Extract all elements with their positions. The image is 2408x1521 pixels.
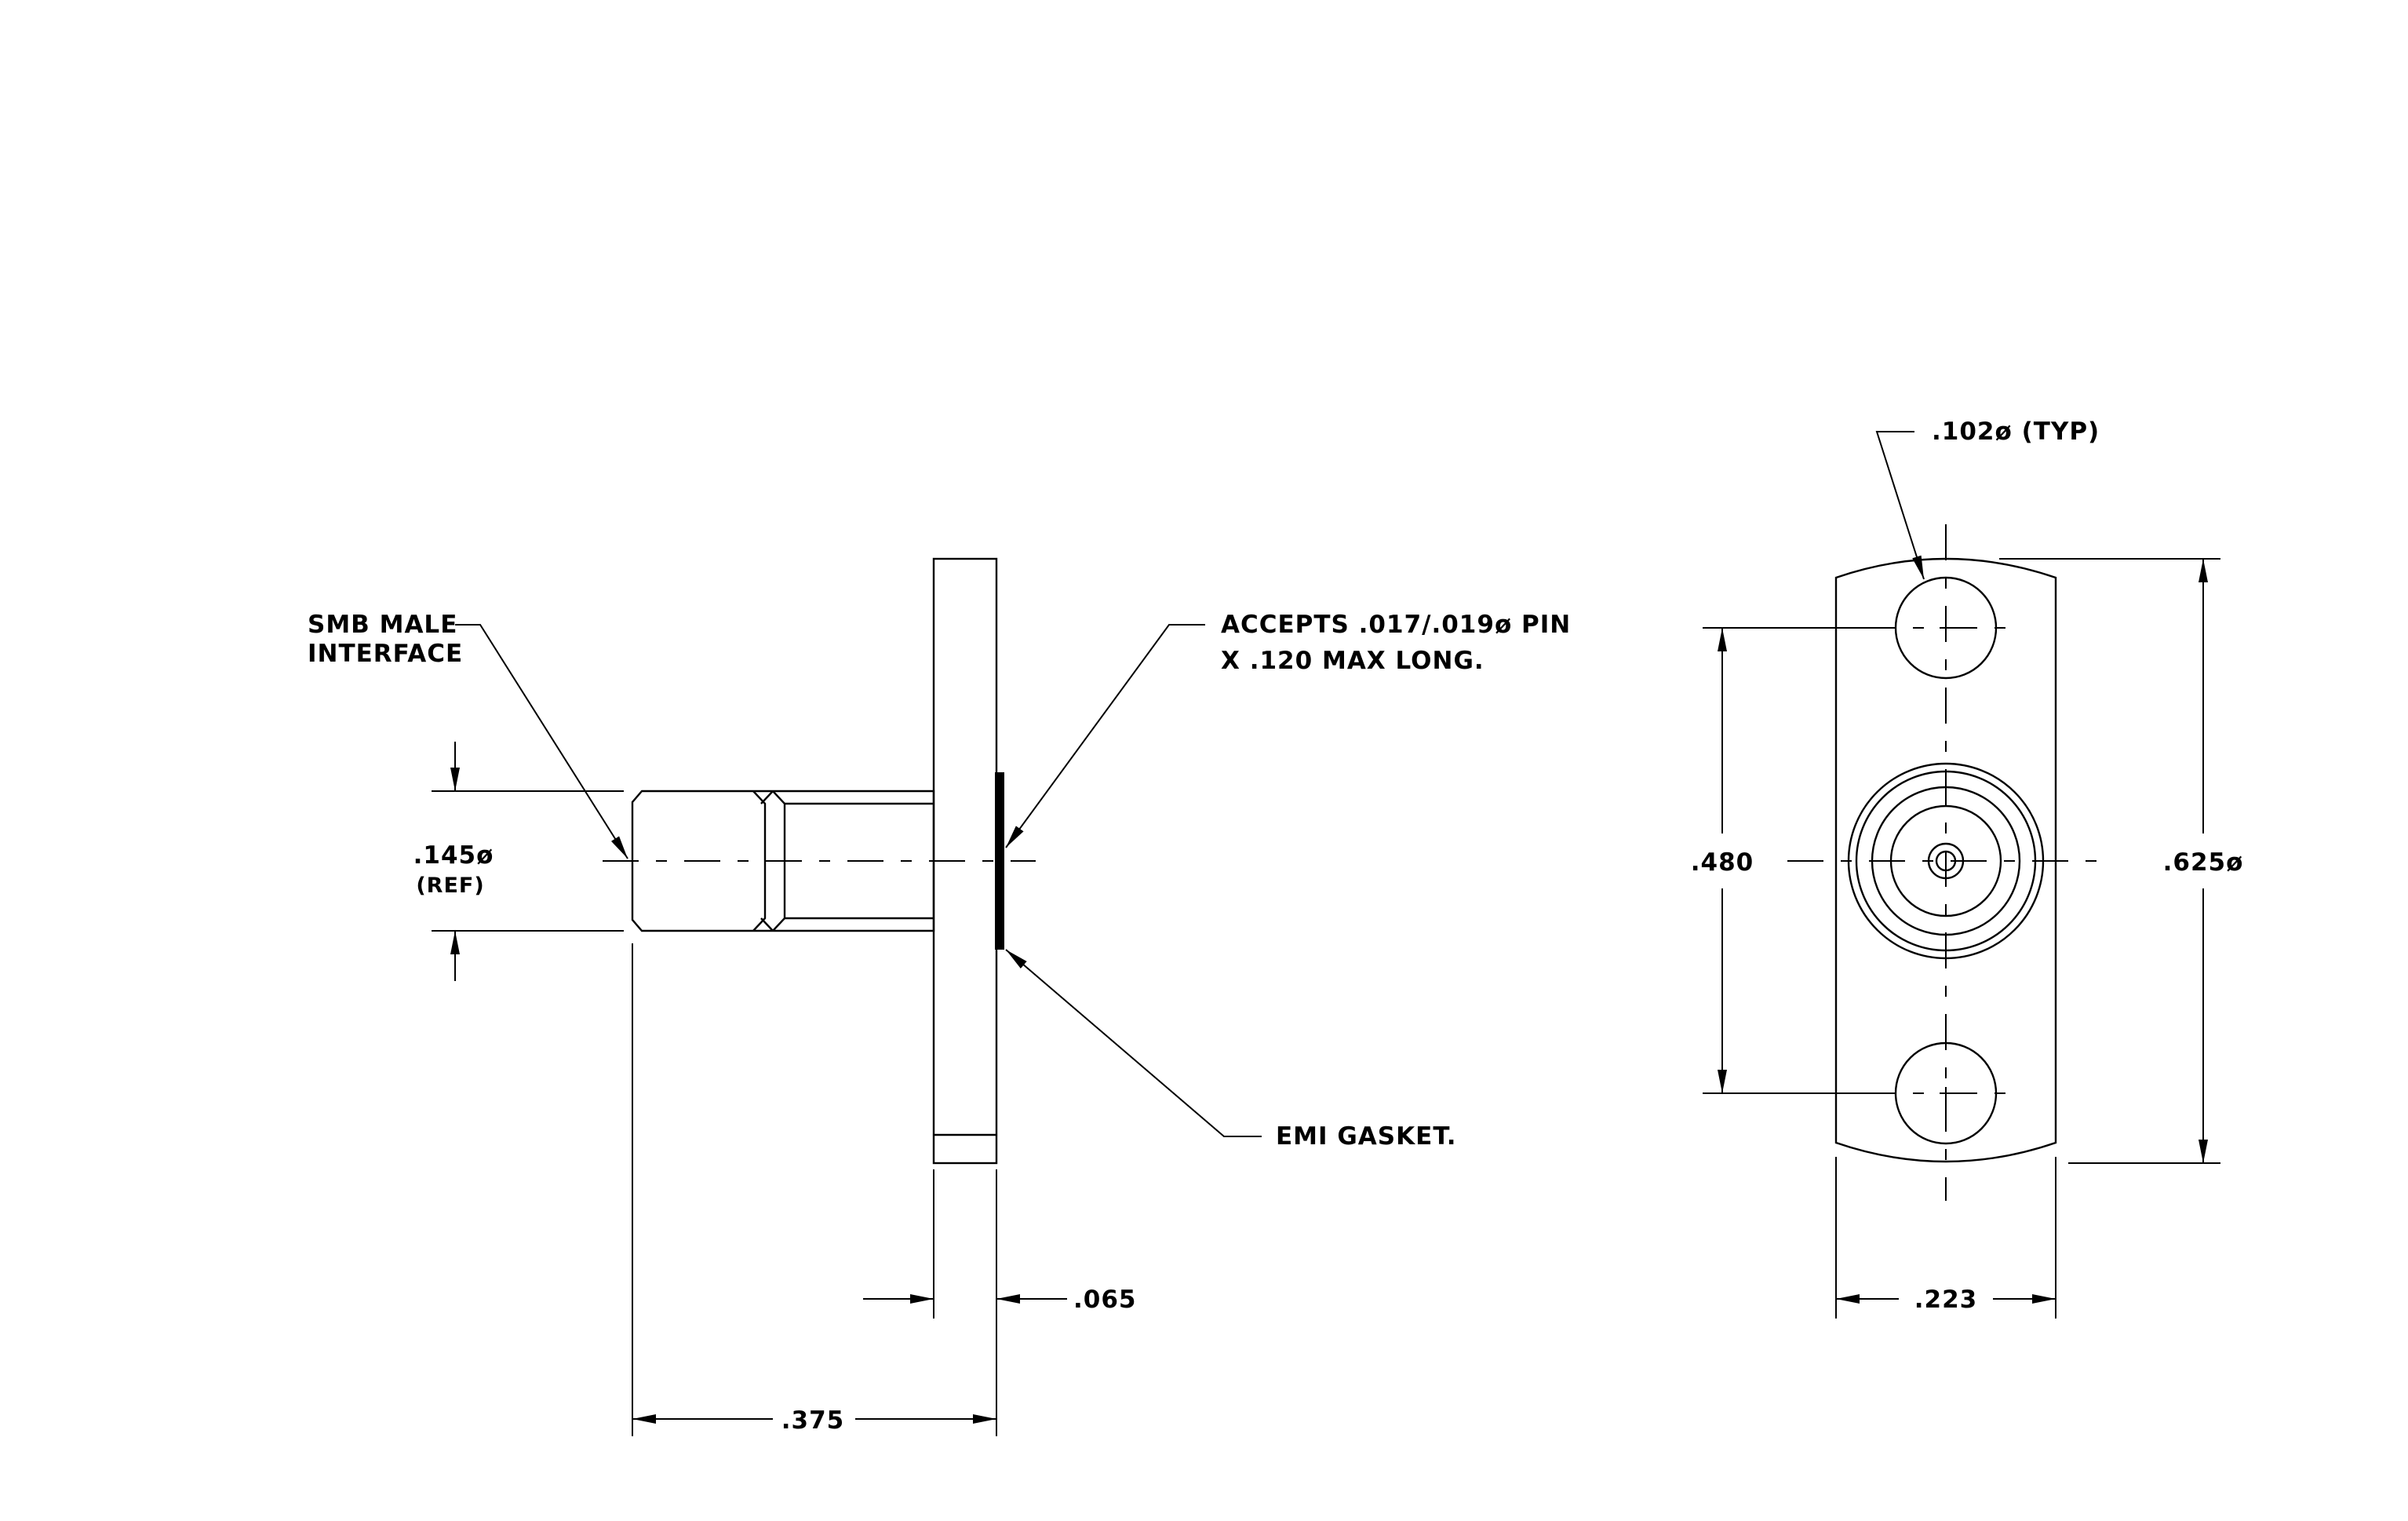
emi-gasket (995, 772, 1004, 950)
interface-dia-note: (REF) (416, 874, 484, 898)
smb-callout-line1: SMB MALE (308, 611, 457, 639)
emi-gasket-label: EMI GASKET. (1276, 1122, 1457, 1151)
accepts-leader (1005, 624, 1205, 848)
flange-thickness-label: .065 (1073, 1286, 1137, 1314)
front-view: .102ø (TYP) .480 .625ø .223 (1691, 418, 2244, 1319)
smb-callout-line2: INTERFACE (308, 640, 463, 668)
overall-length-label: .375 (781, 1406, 845, 1435)
hole-spacing-label: .480 (1691, 848, 1754, 877)
accepts-callout-line2: X .120 MAX LONG. (1221, 647, 1485, 675)
side-view: .145ø (REF) SMB MALE INTERFACE ACCEPTS .… (308, 557, 1571, 1436)
flange-width-label: .223 (1914, 1286, 1978, 1314)
flange-height-label: .625ø (2163, 848, 2244, 877)
interface-dia-label: .145ø (413, 841, 494, 870)
smb-leader (455, 624, 628, 859)
emi-leader (1005, 949, 1262, 1137)
flange-outline (1834, 557, 2057, 1163)
accepts-callout-line1: ACCEPTS .017/.019ø PIN (1221, 611, 1571, 639)
hole-dia-leader (1875, 431, 1925, 580)
interface-groove (752, 790, 786, 932)
hole-dia-label: .102ø (TYP) (1932, 418, 2100, 446)
